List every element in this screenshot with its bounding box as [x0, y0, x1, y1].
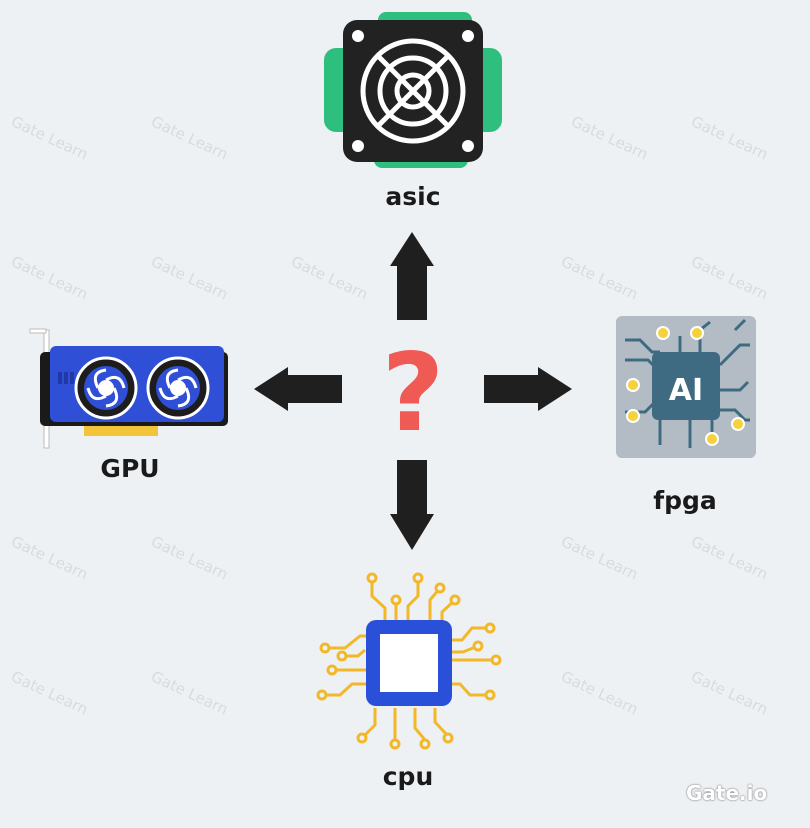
- center-question-mark: ?: [382, 331, 445, 456]
- gpu-vent: [58, 372, 62, 384]
- asic-screw: [352, 140, 364, 152]
- watermark-text: Gate Learn: [148, 667, 230, 718]
- watermark-text: Gate Learn: [8, 667, 90, 718]
- asic-fan-ring-outer: [360, 38, 466, 144]
- gpu-vent: [70, 372, 74, 384]
- watermark-text: Gate Learn: [148, 112, 230, 163]
- cpu-die: [380, 634, 438, 692]
- cpu-icon: [316, 572, 502, 750]
- asic-fan-ring-mid: [377, 55, 449, 127]
- brand-text: Gate.io: [686, 781, 768, 805]
- watermark-text: Gate Learn: [8, 112, 90, 163]
- asic-fan-ring-inner: [394, 72, 432, 110]
- asic-screw: [352, 30, 364, 42]
- arrow-right: [484, 367, 572, 411]
- brand-logo: Gate.io: [686, 780, 767, 806]
- watermark-text: Gate Learn: [288, 252, 370, 303]
- watermark-text: Gate Learn: [8, 532, 90, 583]
- gpu-fan-left: [74, 356, 138, 420]
- gpu-icon: [29, 328, 228, 449]
- fpga-chip-label: AI: [669, 373, 703, 408]
- fpga-icon: AI: [616, 316, 756, 458]
- fpga-chip: [652, 352, 720, 420]
- gpu-label: GPU: [100, 454, 160, 483]
- watermark-text: Gate Learn: [688, 532, 770, 583]
- gpu-bracket-top: [29, 328, 47, 334]
- watermark-text: Gate Learn: [558, 532, 640, 583]
- fpga-label: fpga: [653, 486, 717, 515]
- asic-fan-bar: [375, 53, 451, 129]
- asic-screw: [462, 30, 474, 42]
- watermark-text: Gate Learn: [568, 112, 650, 163]
- arrow-down: [390, 460, 434, 550]
- asic-screw: [462, 140, 474, 152]
- cpu-traces: [322, 578, 496, 741]
- watermark-text: Gate Learn: [688, 112, 770, 163]
- asic-label: asic: [385, 182, 441, 211]
- gpu-pcie-connector: [84, 426, 158, 436]
- watermark-text: Gate Learn: [148, 532, 230, 583]
- watermark-text: Gate Learn: [558, 667, 640, 718]
- gpu-fan-right: [146, 356, 210, 420]
- watermark-text: Gate Learn: [688, 667, 770, 718]
- watermark-text: Gate Learn: [148, 252, 230, 303]
- asic-icon: [324, 12, 502, 168]
- cpu-trace-ends: [316, 572, 502, 750]
- watermark-text: Gate Learn: [558, 252, 640, 303]
- watermark-text: Gate Learn: [688, 252, 770, 303]
- cpu-label: cpu: [382, 762, 434, 791]
- arrow-left: [254, 367, 342, 411]
- arrow-up: [390, 232, 434, 320]
- gpu-vent: [64, 372, 68, 384]
- fpga-pads: [626, 326, 745, 446]
- watermark-text: Gate Learn: [8, 252, 90, 303]
